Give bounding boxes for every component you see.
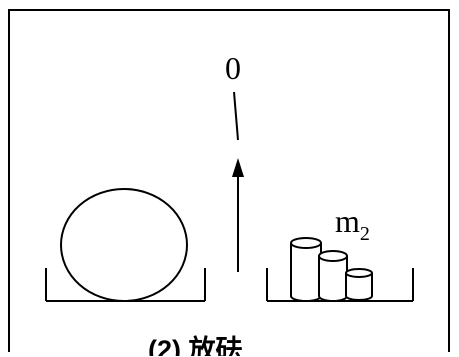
weight-large	[290, 237, 322, 302]
weight-medium	[318, 250, 348, 302]
object-ball	[60, 188, 188, 302]
weight-small	[345, 268, 373, 301]
mass-label: m2	[335, 203, 370, 245]
pointer-needle	[233, 91, 239, 141]
pointer-reading: 0	[225, 50, 241, 86]
caption-partial: (2) 放砝	[148, 335, 243, 356]
up-arrow-head	[232, 158, 244, 177]
